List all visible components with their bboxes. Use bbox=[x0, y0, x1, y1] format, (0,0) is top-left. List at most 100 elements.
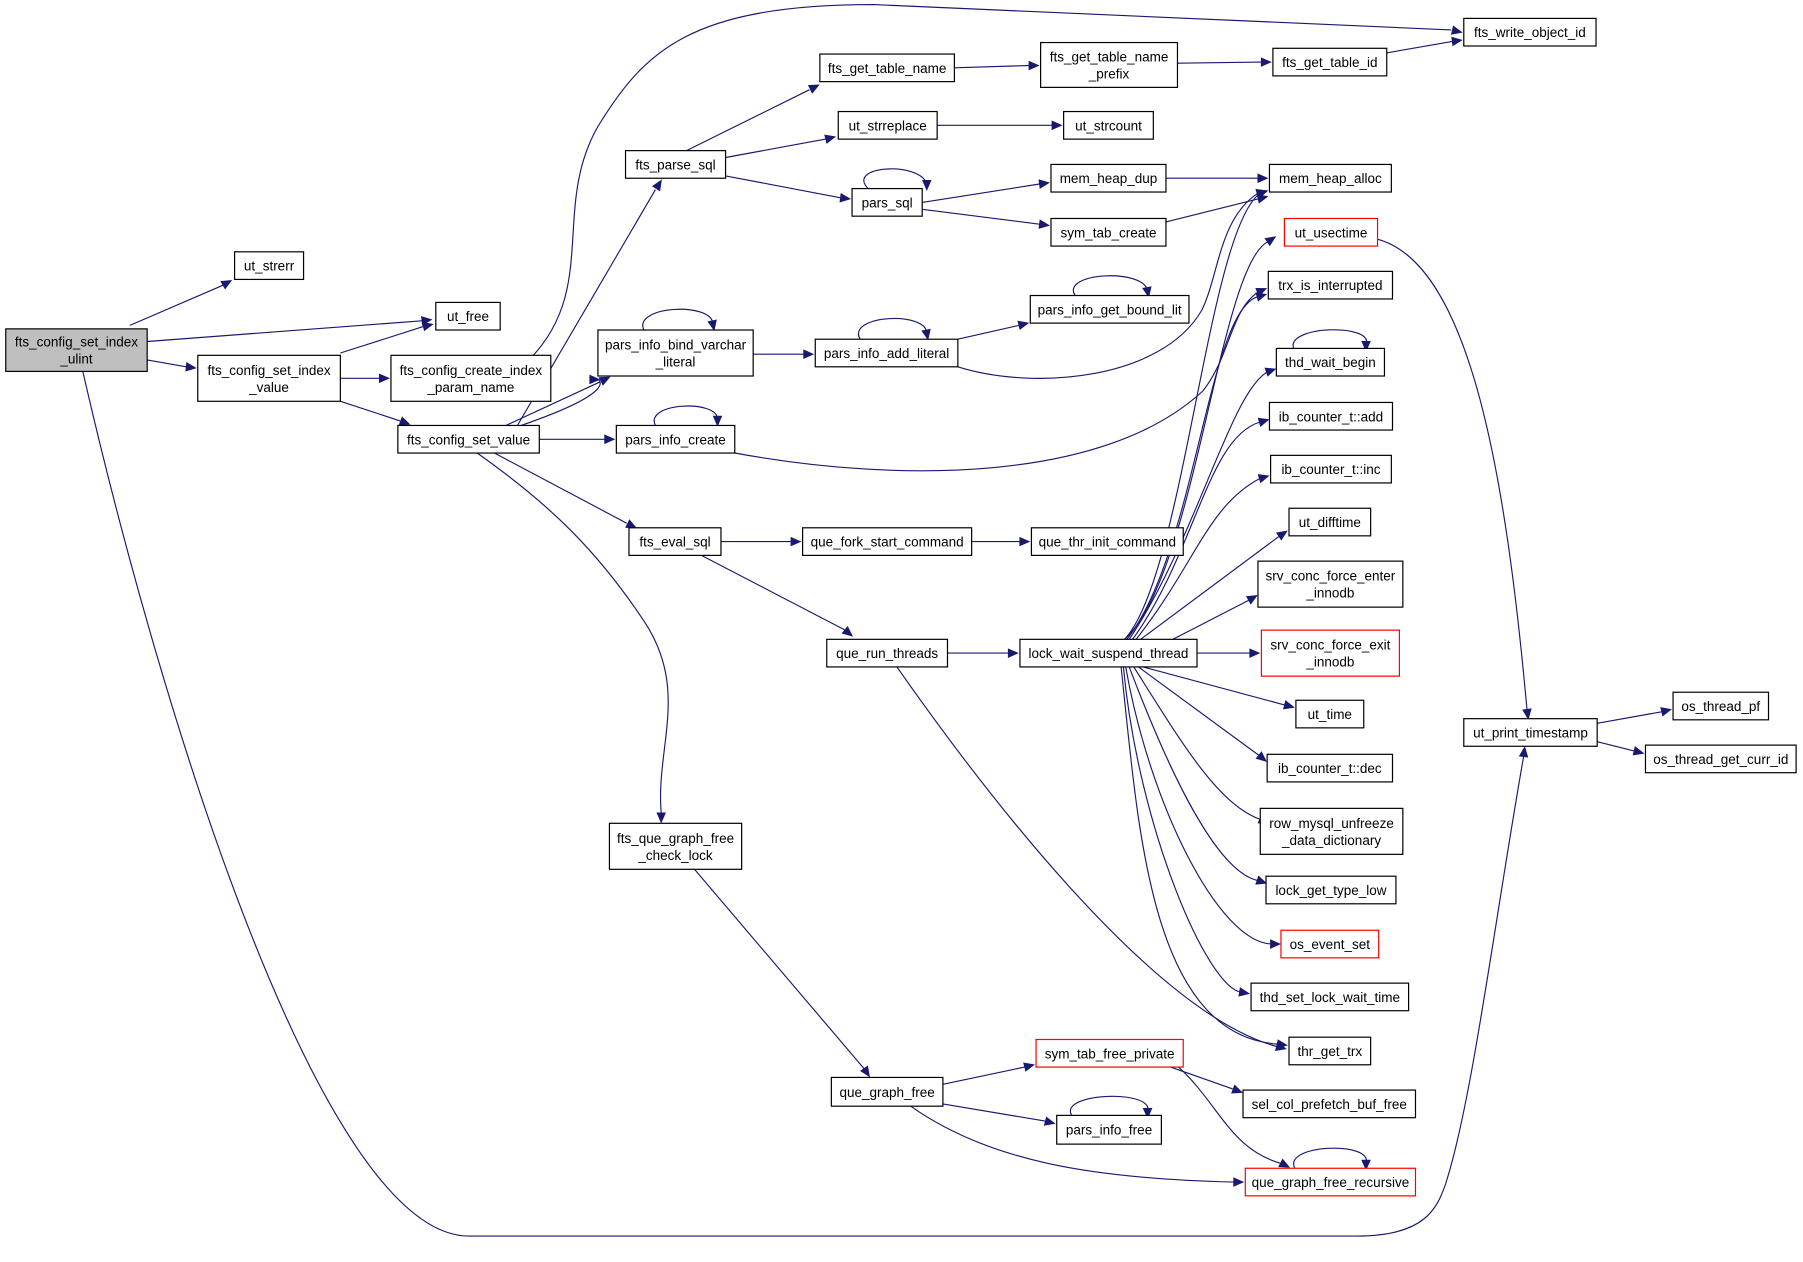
function-node[interactable]: lock_get_type_low bbox=[1265, 875, 1397, 905]
function-node[interactable]: pars_info_add_literal bbox=[814, 338, 959, 368]
function-name: _check_lock bbox=[637, 848, 713, 863]
call-edge bbox=[1292, 329, 1371, 352]
call-edge bbox=[1126, 292, 1268, 640]
function-name: pars_info_free bbox=[1066, 1123, 1152, 1138]
call-edge bbox=[147, 359, 197, 372]
function-node[interactable]: lock_wait_suspend_thread bbox=[1019, 638, 1198, 668]
function-node[interactable]: fts_config_set_value bbox=[397, 424, 540, 454]
call-edge bbox=[340, 400, 411, 426]
function-node[interactable]: ib_counter_t::inc bbox=[1270, 454, 1392, 484]
function-name: _innodb bbox=[1305, 586, 1354, 601]
function-node[interactable]: fts_parse_sql bbox=[624, 150, 727, 179]
function-node[interactable]: ut_print_timestamp bbox=[1463, 718, 1598, 747]
call-edge bbox=[520, 374, 601, 427]
function-node[interactable]: sel_col_prefetch_buf_free bbox=[1242, 1089, 1417, 1119]
call-edge bbox=[1170, 1066, 1244, 1094]
function-node[interactable]: fts_get_table_name _prefix bbox=[1040, 41, 1179, 88]
function-name: pars_info_add_literal bbox=[824, 346, 949, 361]
call-edge bbox=[653, 405, 723, 427]
function-node[interactable]: fts_que_graph_free _check_lock bbox=[608, 822, 743, 870]
function-node[interactable]: fts_config_set_index_value bbox=[197, 354, 341, 402]
function-name: que_thr_init_command bbox=[1039, 535, 1176, 550]
function-node[interactable]: ut_time bbox=[1295, 699, 1365, 729]
function-node[interactable]: row_mysql_unfreeze_data_dictionary bbox=[1259, 807, 1404, 855]
function-node[interactable]: ut_free bbox=[435, 301, 501, 331]
function-node[interactable]: thd_wait_begin bbox=[1275, 347, 1386, 377]
call-edge bbox=[721, 536, 802, 547]
function-name: trx_is_interrupted bbox=[1278, 278, 1382, 293]
call-edge bbox=[642, 308, 717, 332]
call-edge bbox=[947, 648, 1019, 658]
function-name: os_thread_pf bbox=[1681, 699, 1760, 714]
call-edge bbox=[340, 321, 434, 354]
call-edge bbox=[1124, 236, 1277, 640]
call-edges bbox=[82, 4, 1673, 1237]
function-name: row_mysql_unfreeze bbox=[1269, 816, 1394, 831]
call-edge bbox=[1122, 666, 1251, 997]
function-node[interactable]: pars_info_create bbox=[615, 424, 736, 454]
function-node[interactable]: mem_heap_alloc bbox=[1268, 163, 1392, 193]
function-node[interactable]: ib_counter_t::dec bbox=[1266, 753, 1394, 783]
function-node[interactable]: ut_strerr bbox=[233, 251, 305, 281]
function-name: fts_get_table_name bbox=[1050, 49, 1169, 64]
function-name: fts_que_graph_free bbox=[617, 831, 734, 846]
function-node[interactable]: fts_get_table_id bbox=[1272, 47, 1388, 77]
function-node[interactable]: srv_conc_force_exit_innodb bbox=[1260, 629, 1400, 677]
call-edge bbox=[971, 536, 1031, 547]
call-edge bbox=[1597, 741, 1645, 756]
function-node[interactable]: que_graph_free bbox=[830, 1076, 944, 1107]
function-node[interactable]: srv_conc_force_enter _innodb bbox=[1257, 560, 1404, 608]
function-node[interactable]: mem_heap_dup bbox=[1050, 163, 1167, 193]
function-name: sel_col_prefetch_buf_free bbox=[1252, 1097, 1407, 1112]
function-name: _value bbox=[248, 380, 289, 395]
call-edge bbox=[505, 376, 611, 427]
function-node[interactable]: thr_get_trx bbox=[1288, 1036, 1372, 1066]
function-name: pars_info_get_bound_lit bbox=[1038, 302, 1182, 317]
function-node[interactable]: que_graph_free_recursive bbox=[1244, 1167, 1417, 1197]
function-node[interactable]: que_thr_init_command bbox=[1030, 527, 1184, 556]
function-node[interactable]: os_thread_pf bbox=[1672, 691, 1770, 721]
call-edge bbox=[1165, 194, 1269, 223]
function-name: srv_conc_force_enter bbox=[1265, 569, 1395, 584]
call-edge bbox=[1133, 666, 1270, 824]
call-edge bbox=[476, 452, 669, 824]
function-node[interactable]: os_thread_get_curr_id bbox=[1644, 744, 1797, 774]
function-name: _innodb bbox=[1305, 655, 1354, 670]
call-edge bbox=[1178, 1066, 1291, 1168]
function-node[interactable]: ut_difftime bbox=[1288, 507, 1372, 537]
function-name: ib_counter_t::add bbox=[1279, 409, 1383, 424]
call-edge bbox=[857, 317, 931, 341]
function-name: _ulint bbox=[59, 352, 93, 367]
function-node[interactable]: que_fork_start_command bbox=[802, 527, 973, 556]
function-node[interactable]: fts_config_set_index_ulint bbox=[5, 328, 148, 373]
function-node[interactable]: que_run_threads bbox=[826, 638, 949, 668]
function-name: _prefix bbox=[1088, 66, 1130, 81]
function-node[interactable]: fts_eval_sql bbox=[628, 527, 722, 556]
call-edge bbox=[694, 868, 870, 1078]
function-node[interactable]: ut_strreplace bbox=[837, 110, 938, 140]
function-node[interactable]: pars_info_free bbox=[1056, 1114, 1162, 1145]
function-node[interactable]: sym_tab_free_private bbox=[1035, 1038, 1184, 1068]
function-node[interactable]: pars_info_get_bound_lit bbox=[1029, 294, 1190, 324]
function-name: ut_strcount bbox=[1075, 118, 1142, 133]
function-node[interactable]: trx_is_interrupted bbox=[1267, 270, 1394, 300]
call-edge bbox=[1128, 666, 1268, 885]
function-node[interactable]: thd_set_lock_wait_time bbox=[1250, 982, 1410, 1012]
function-node[interactable]: os_event_set bbox=[1280, 929, 1380, 959]
function-name: lock_get_type_low bbox=[1275, 883, 1386, 898]
function-node[interactable]: ib_counter_t::add bbox=[1268, 401, 1394, 431]
call-edge bbox=[957, 320, 1030, 340]
function-node[interactable]: pars_sql bbox=[851, 187, 923, 217]
call-edge bbox=[1072, 275, 1152, 298]
function-node[interactable]: fts_get_table_name bbox=[819, 53, 955, 83]
function-node[interactable]: fts_config_create_index_param_name bbox=[390, 354, 552, 402]
function-node[interactable]: fts_write_object_id bbox=[1463, 17, 1597, 47]
call-edge bbox=[1142, 666, 1295, 710]
function-node[interactable]: pars_info_bind_varchar_literal bbox=[597, 329, 754, 377]
function-name: lock_wait_suspend_thread bbox=[1029, 646, 1189, 661]
call-edge bbox=[725, 175, 852, 203]
function-nodes: fts_config_set_index_ulint ut_strerr ut_fr… bbox=[5, 17, 1797, 1197]
function-node[interactable]: ut_usectime bbox=[1283, 217, 1379, 247]
function-node[interactable]: ut_strcount bbox=[1063, 110, 1154, 140]
function-node[interactable]: sym_tab_create bbox=[1050, 217, 1167, 247]
